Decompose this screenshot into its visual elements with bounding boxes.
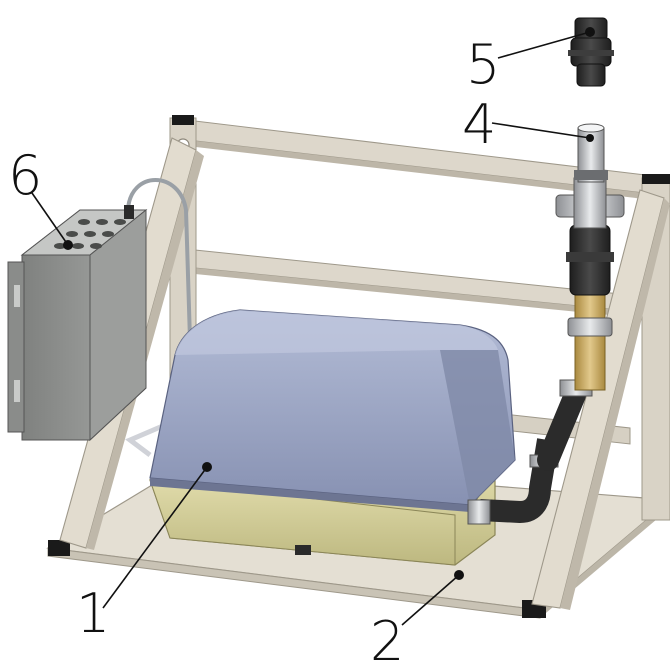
control-box bbox=[7, 178, 192, 442]
pipe-stub bbox=[574, 123, 608, 183]
callout-4-label: 4 bbox=[462, 93, 496, 156]
pump bbox=[125, 309, 516, 566]
callout-6: 6 bbox=[8, 144, 73, 250]
callout-5-label: 5 bbox=[466, 33, 500, 96]
callout-1-label: 1 bbox=[76, 582, 110, 645]
right-brace bbox=[531, 189, 670, 610]
control-box-top-holes bbox=[54, 219, 126, 249]
foot-front-left bbox=[48, 540, 70, 556]
piping bbox=[467, 17, 625, 525]
callout-5: 5 bbox=[466, 27, 595, 96]
callout-1: 1 bbox=[76, 462, 212, 645]
callout-4: 4 bbox=[462, 93, 594, 156]
callout-2: 2 bbox=[370, 570, 464, 662]
callout-2-label: 2 bbox=[370, 610, 404, 662]
callout-6-label: 6 bbox=[8, 144, 42, 207]
